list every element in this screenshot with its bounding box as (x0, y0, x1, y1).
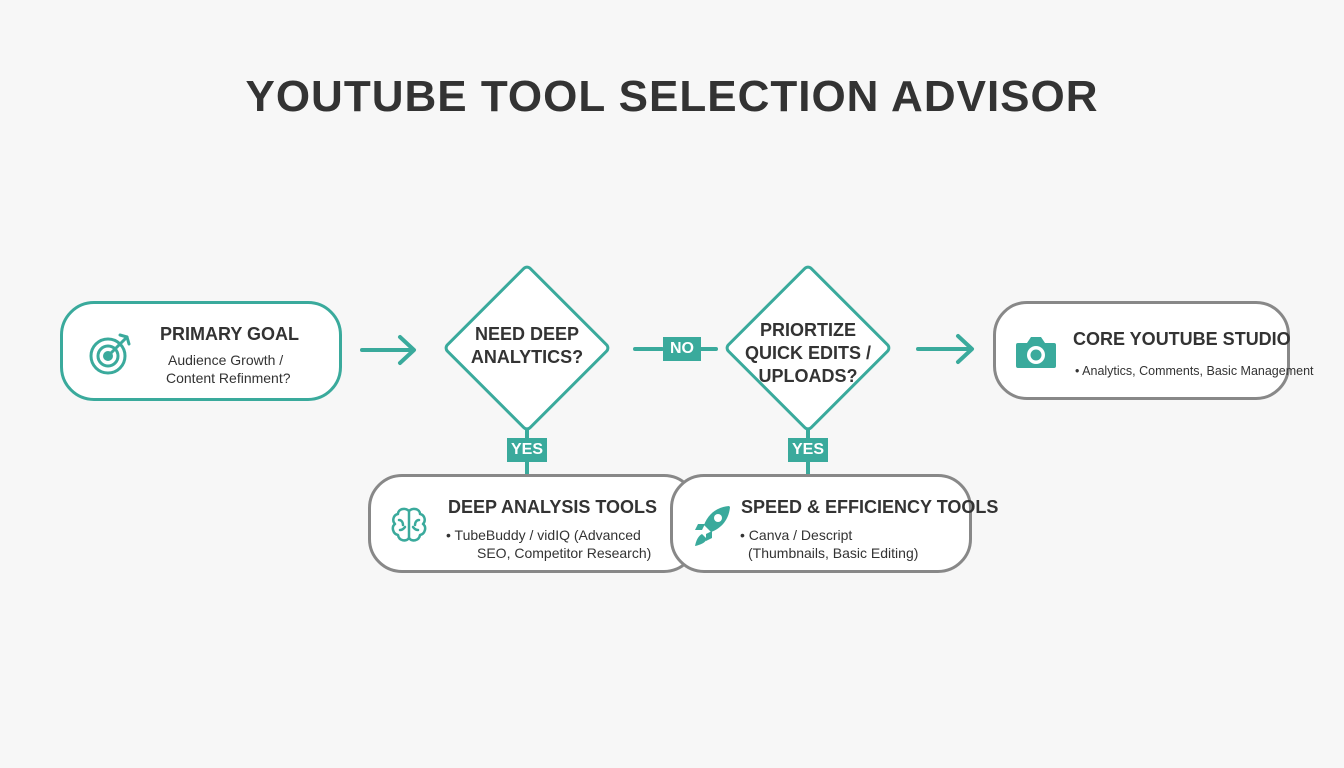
deep-tools-node: DEEP ANALYSIS TOOLS • TubeBuddy / vidIQ … (368, 474, 698, 573)
no-label: NO (663, 337, 701, 361)
speed-tools-title: SPEED & EFFICIENCY TOOLS (741, 497, 999, 517)
deep-tools-line-2: SEO, Competitor Research) (477, 545, 652, 561)
core-studio-line-1: • Analytics, Comments, Basic Management (1075, 364, 1314, 378)
decision-analytics-text: NEED DEEP ANALYTICS? (467, 323, 587, 369)
arrow-goal-to-analytics-head (398, 335, 416, 365)
core-studio-title: CORE YOUTUBE STUDIO (1073, 329, 1291, 349)
primary-goal-node: PRIMARY GOAL Audience Growth / Content R… (60, 301, 342, 401)
decision-quick-text: PRIORTIZE QUICK EDITS / UPLOADS? (718, 319, 898, 388)
decision-analytics-line-1: NEED DEEP (474, 324, 580, 344)
decision-analytics-line-2: ANALYTICS? (470, 347, 584, 367)
brain-icon (391, 507, 427, 542)
decision-quick-line-2: QUICK EDITS / (744, 343, 871, 363)
deep-tools-line-1: • TubeBuddy / vidIQ (Advanced (446, 527, 641, 543)
arrow-quick-to-core-head (956, 334, 974, 364)
speed-tools-node: SPEED & EFFICIENCY TOOLS • Canva / Descr… (670, 474, 998, 573)
camera-icon (1016, 337, 1056, 368)
target-arrow-icon (89, 333, 131, 375)
core-studio-node: CORE YOUTUBE STUDIO • Analytics, Comment… (993, 301, 1314, 400)
primary-goal-title: PRIMARY GOAL (160, 324, 300, 344)
rocket-icon (695, 506, 730, 546)
speed-tools-line-1: • Canva / Descript (740, 527, 853, 543)
speed-tools-line-2: (Thumbnails, Basic Editing) (748, 545, 919, 561)
yes-label-quick: YES (788, 438, 828, 462)
decision-quick-line-3: UPLOADS? (758, 366, 858, 386)
primary-goal-line-1: Audience Growth / (168, 352, 284, 368)
yes-label-analytics: YES (507, 438, 547, 462)
decision-quick-line-1: PRIORTIZE (759, 320, 856, 340)
primary-goal-line-2: Content Refinment? (166, 370, 291, 386)
page-title: YOUTUBE TOOL SELECTION ADVISOR (245, 72, 1099, 121)
deep-tools-title: DEEP ANALYSIS TOOLS (448, 497, 658, 517)
